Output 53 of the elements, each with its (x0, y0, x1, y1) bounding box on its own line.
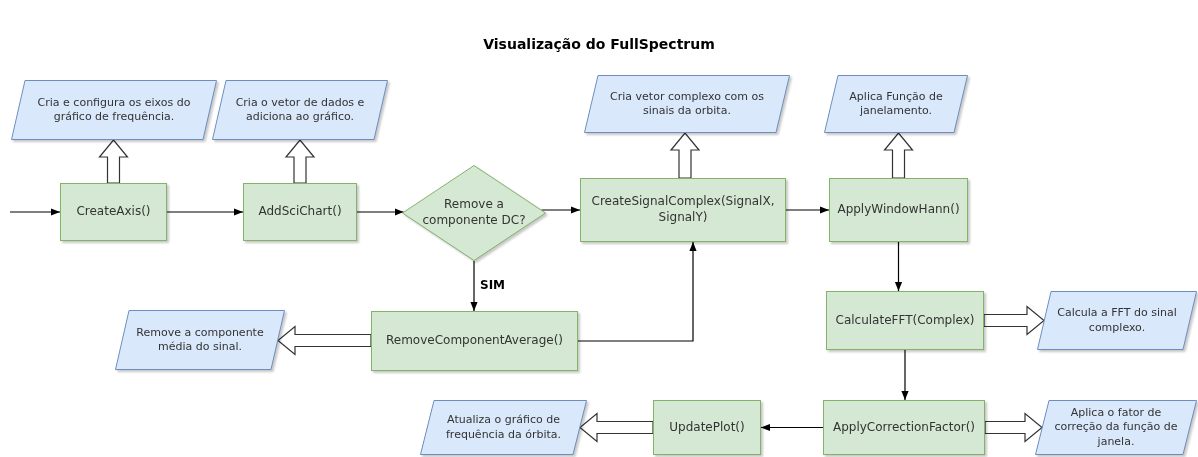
block-arrow (983, 305, 1045, 336)
block-arrow (669, 132, 701, 179)
block-arrow (284, 139, 316, 184)
process-box (580, 178, 786, 242)
arrow (577, 241, 697, 342)
node-text: Aplica Função de janelamento. (848, 89, 944, 119)
block-arrow (883, 132, 914, 179)
node-text: ApplyCorrectionFactor() (831, 419, 977, 436)
description-parallelogram (824, 75, 968, 133)
process-box (653, 400, 761, 455)
node-text: Cria e configura os eixos do gráfico de frequência. (36, 95, 192, 125)
node-text: ApplyWindowHann() (836, 202, 961, 218)
node-text: Cria o vetor de dados e adiciona ao gráfico. (234, 95, 366, 125)
diagram-title: Visualização do FullSpectrum (482, 36, 716, 52)
node-text: AddSciChart() (257, 204, 343, 220)
process-box (829, 178, 968, 242)
node-text: CreateSignalComplex(SignalX, SignalY) (590, 194, 776, 226)
description-parallelogram (212, 80, 388, 140)
description-parallelogram (420, 400, 587, 455)
node-text: Remove a componente média do sinal. (135, 325, 265, 355)
arrow (760, 423, 824, 432)
node-text: Cria vetor complexo com os sinais da orbita. (609, 89, 765, 119)
block-arrow (98, 139, 129, 184)
node-text: CreateAxis() (75, 204, 152, 220)
description-parallelogram (584, 75, 790, 133)
process-box (823, 400, 985, 455)
arrow (894, 241, 903, 292)
arrow (166, 208, 244, 216)
node-text: UpdatePlot() (668, 419, 746, 436)
description-parallelogram (11, 80, 217, 140)
decision-diamond (402, 165, 546, 261)
description-parallelogram (1037, 291, 1197, 350)
node-text: RemoveComponentAverage() (385, 333, 564, 349)
arrow (901, 349, 909, 401)
description-parallelogram (1035, 400, 1197, 455)
process-box (826, 291, 984, 350)
node-text: Calcula a FFT do sinal complexo. (1056, 306, 1178, 335)
arrow (470, 260, 478, 312)
arrow (785, 206, 830, 214)
block-arrow (984, 412, 1043, 443)
block-arrow (579, 412, 654, 443)
process-box (371, 311, 578, 371)
node-text: CalculateFFT(Complex) (834, 312, 976, 329)
process-box (60, 183, 167, 241)
description-parallelogram (115, 310, 285, 370)
node-text: Aplica o fator de correção da função de janela. (1053, 406, 1179, 449)
node-text: Atualiza o gráfico de frequência da órbita. (445, 413, 562, 442)
arrow (356, 208, 405, 216)
block-arrow (277, 325, 372, 356)
arrow (540, 206, 581, 214)
node-text: Remove a componente DC? (421, 197, 527, 229)
process-box (243, 183, 357, 241)
arrow (9, 208, 61, 216)
